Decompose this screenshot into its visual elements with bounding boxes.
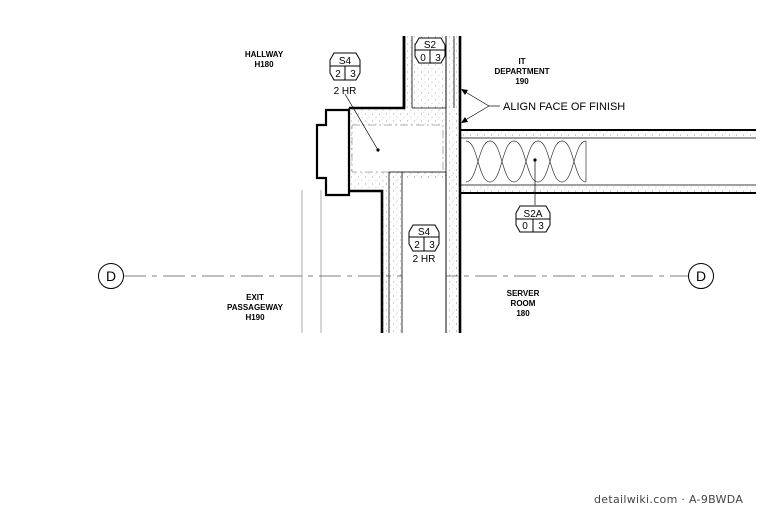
svg-text:0: 0 — [420, 53, 426, 64]
wall-tag-s2a: S2A 0 3 — [515, 205, 551, 233]
wall-rating-top: 2 HR — [334, 86, 357, 97]
room-label-it-line1: IT — [518, 57, 525, 66]
svg-text:S4: S4 — [339, 56, 352, 67]
svg-text:3: 3 — [538, 221, 544, 232]
svg-text:3: 3 — [350, 69, 356, 80]
watermark: detailwiki.com · A-9BWDA — [594, 493, 744, 506]
room-label-exit-line1: EXIT — [246, 293, 264, 302]
svg-text:0: 0 — [522, 221, 528, 232]
svg-text:3: 3 — [429, 240, 435, 251]
insulated-wall — [460, 129, 756, 194]
room-label-server-number: 180 — [516, 309, 530, 318]
room-label-hallway-number: H180 — [254, 60, 274, 69]
main-wall-right — [454, 36, 462, 333]
callout-align-face: ALIGN FACE OF FINISH — [503, 101, 625, 113]
svg-text:S4: S4 — [418, 227, 431, 238]
callout-arrowheads — [461, 89, 468, 123]
svg-text:D: D — [696, 268, 706, 284]
room-label-server-line2: ROOM — [511, 299, 536, 308]
room-label-it-line2: DEPARTMENT — [495, 67, 550, 76]
svg-text:S2: S2 — [424, 40, 437, 51]
grid-bubble-left: D — [98, 263, 124, 289]
svg-text:3: 3 — [435, 53, 441, 64]
wall-rating-mid: 2 HR — [413, 254, 436, 265]
room-label-server-line1: SERVER — [507, 289, 540, 298]
wall-tag-s4-top: S4 2 3 — [329, 52, 361, 81]
shaft-wall-lower — [382, 36, 460, 333]
room-label-hallway-name: HALLWAY — [245, 50, 284, 59]
grid-bubble-right: D — [688, 263, 714, 289]
wall-tag-s4-mid: S4 2 3 — [408, 224, 440, 252]
reference-lines — [301, 190, 322, 333]
svg-text:2: 2 — [414, 240, 420, 251]
wall-tag-s2: S2 0 3 — [414, 37, 446, 64]
column-profile — [315, 108, 351, 197]
leader-lines — [344, 89, 536, 205]
svg-text:2: 2 — [335, 69, 341, 80]
room-label-exit-line2: PASSAGEWAY — [227, 303, 284, 312]
svg-text:S2A: S2A — [524, 209, 543, 220]
room-label-it-number: 190 — [515, 77, 529, 86]
svg-text:D: D — [106, 268, 116, 284]
batt-insulation — [465, 140, 587, 183]
room-label-exit-number: H190 — [245, 313, 265, 322]
